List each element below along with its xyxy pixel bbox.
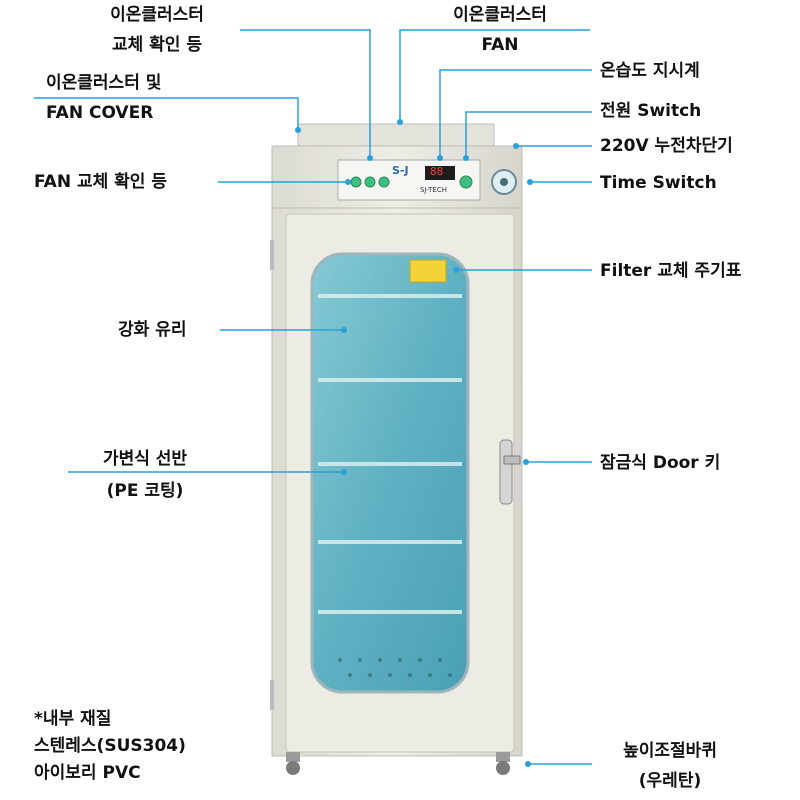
label-breaker: 220V 누전차단기: [600, 136, 733, 156]
power-switch: [459, 175, 473, 189]
panel-display: 88: [430, 165, 444, 178]
tempered-glass: [310, 252, 470, 694]
label-ion-lamp: 이온클러스터 교체 확인 등: [110, 5, 204, 55]
fan-cover: [297, 123, 495, 147]
label-shelf: 가변식 선반 (PE 코팅): [102, 449, 188, 501]
label-filter-table: Filter 교체 주기표: [600, 261, 742, 281]
label-time-switch: Time Switch: [600, 173, 717, 193]
label-ion-cover: 이온클러스터 및 FAN COVER: [46, 73, 162, 123]
label-power-switch: 전원 Switch: [600, 101, 702, 121]
fan-lamp-2: [378, 176, 390, 188]
fan-lamp: [364, 176, 376, 188]
shelves: [318, 294, 462, 614]
label-casters: 높이조절바퀴 (우레탄): [623, 741, 717, 791]
hygrometer-display: [425, 166, 455, 180]
door-handle: [499, 439, 513, 505]
perforated-floor: [338, 658, 452, 677]
control-panel: [337, 159, 481, 201]
panel-caption: SJ-TECH: [420, 186, 447, 194]
label-glass: 강화 유리: [118, 320, 187, 340]
leader-lines: [34, 29, 592, 765]
label-door-key: 잠금식 Door 키: [600, 453, 721, 473]
casters: [286, 752, 510, 775]
label-hygrometer: 온습도 지시계: [600, 61, 700, 81]
ion-lamp: [350, 176, 362, 188]
leader-dots: [295, 119, 533, 767]
filter-sticker: [409, 259, 447, 283]
label-ion-fan: 이온클러스터 FAN: [453, 5, 547, 55]
panel-logo: S-J: [392, 164, 409, 177]
label-fan-lamp: FAN 교체 확인 등: [34, 172, 168, 192]
material-note: *내부 재질 스텐레스(SUS304) 아이보리 PVC: [34, 709, 186, 783]
